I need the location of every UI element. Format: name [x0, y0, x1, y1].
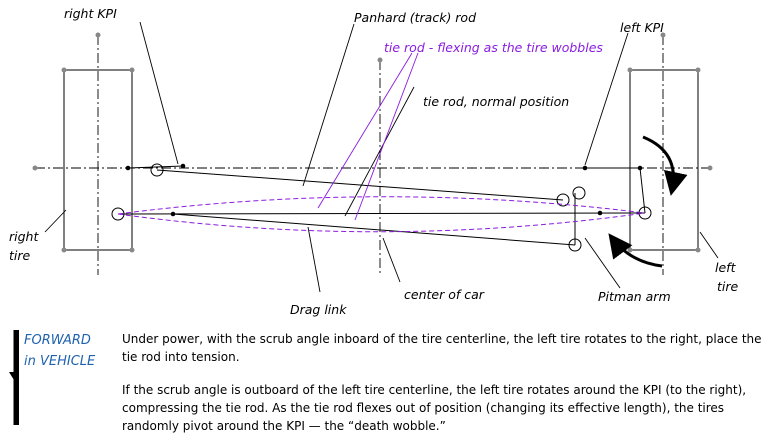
label-tie-rod-normal: tie rod, normal position	[423, 94, 569, 109]
explanation-paragraph-2: If the scrub angle is outboard of the le…	[122, 383, 747, 433]
right-tire	[63, 69, 133, 251]
tie-rod-flex-leader-a	[317, 52, 413, 209]
label-right-tire-line2: tire	[9, 248, 31, 263]
label-drag-link: Drag link	[290, 302, 347, 317]
left-kpi-leader	[584, 32, 629, 166]
pitman-arm-leader	[584, 237, 621, 289]
tie-rod-normal	[117, 212, 646, 215]
explanation-paragraph-1: Under power, with the scrub angle inboar…	[122, 332, 762, 364]
label-pitman-arm: Pitman arm	[598, 289, 671, 304]
label-left-tire-line2: tire	[717, 279, 739, 294]
right-kpi-arm	[127, 165, 184, 169]
rotation-arrow-lower-icon	[608, 233, 663, 268]
label-left-tire-line1: left	[715, 260, 737, 275]
left-steering-arm	[639, 167, 646, 214]
center-of-car-leader	[382, 237, 401, 283]
label-panhard: Panhard (track) rod	[354, 10, 476, 25]
right-kpi-leader	[139, 21, 179, 165]
left-tire-leader	[699, 231, 719, 259]
rotation-arrow-upper-icon	[642, 135, 688, 196]
drag-link	[172, 213, 576, 246]
tie-rod-flex-upper	[117, 196, 646, 215]
tie-rod-normal-leader	[344, 86, 415, 217]
tie-rod-flex-lower	[117, 212, 646, 233]
forward-arrow-head-icon	[9, 372, 19, 380]
label-right-kpi: right KPI	[64, 6, 117, 21]
right-tire-leader	[44, 209, 67, 233]
forward-arrow-shaft-icon	[14, 330, 19, 425]
forward-label-line1: FORWARD	[24, 333, 91, 348]
tie-rod-flex-leader-b	[354, 52, 419, 221]
label-left-kpi: left KPI	[620, 20, 664, 35]
label-center-of-car: center of car	[404, 287, 485, 302]
forward-indicator: FORWARD in VEHICLE	[9, 330, 96, 425]
steering-box-pivot	[572, 186, 586, 200]
forward-label-line2: in VEHICLE	[24, 354, 96, 369]
panhard-rod	[156, 169, 564, 201]
label-right-tire-line1: right	[9, 229, 39, 244]
drag-link-leader	[307, 226, 321, 293]
left-tire	[629, 69, 699, 251]
corner-points	[32, 32, 713, 253]
label-tie-rod-flex: tie rod - flexing as the tire wobbles	[384, 40, 603, 55]
panhard-leader	[302, 23, 355, 187]
